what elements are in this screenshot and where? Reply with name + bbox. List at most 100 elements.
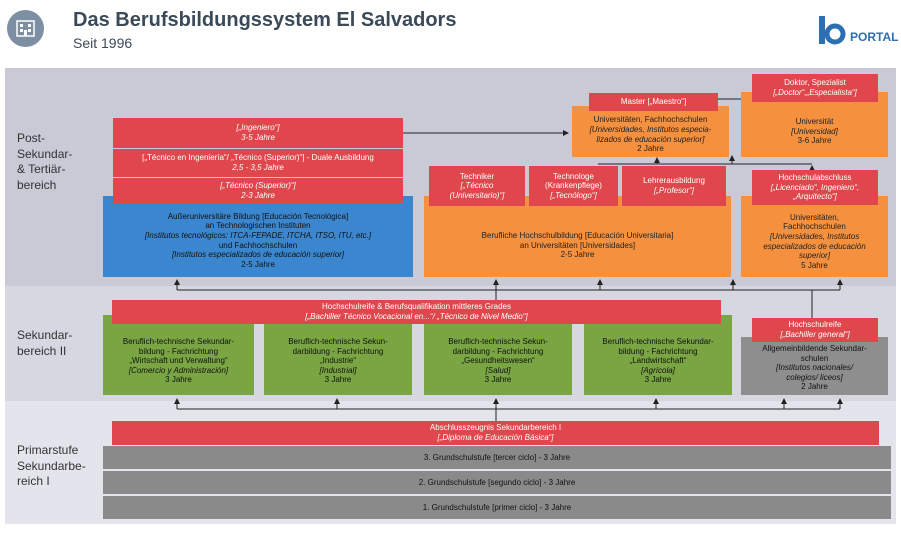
wirtschaft-line3: „Wirtschaft und Verwaltung“ (129, 356, 228, 366)
gesundheit-line1: Beruflich-technische Sekun- (448, 337, 548, 347)
sek-bar-line2: [„Bachiller Técnico Vocacional en...“/ „… (305, 312, 528, 321)
landwirtschaft-line4: [Agrícola] (641, 365, 675, 375)
stufe2-text: 2. Grundschulstufe [segundo ciclo] - 3 J… (418, 477, 576, 487)
ausseruni-line4: und Fachhochschulen (218, 240, 298, 250)
grundschulstufe-2-bar: 2. Grundschulstufe [segundo ciclo] - 3 J… (103, 471, 891, 494)
technologe-line3: [„Tecnólogo“] (550, 190, 597, 200)
landwirtschaft-line5: 3 Jahre (644, 375, 672, 385)
grundschulstufe-1-bar: 1. Grundschulstufe [primer ciclo] - 3 Ja… (103, 496, 891, 519)
hochschulreife-berufsqualifikation-bar: Hochschulreife & Berufsqualifikation mit… (112, 300, 721, 324)
tecnico-ingenieria-line2: 2,5 - 3,5 Jahre (232, 163, 284, 172)
sek-bar-line1: Hochschulreife & Berufsqualifikation mit… (322, 302, 511, 312)
ausseruni-line6: 2-5 Jahre (241, 259, 275, 269)
master-body-line1: Universitäten, Fachhochschulen (593, 115, 708, 125)
ingeniero-box: [„Ingeniero“] 3-5 Jahre (113, 118, 403, 148)
technologe-box: Technologe (Krankenpflege) [„Tecnólogo“] (529, 166, 618, 206)
ausseruni-line1: Außeruniversitäre Bildung [Educación Tec… (167, 211, 349, 221)
hsabschluss-body-line6: 5 Jahre (801, 260, 828, 270)
gesundheit-line2: darbildung - Fachrichtung (452, 346, 544, 356)
berufl-hs-line1: Berufliche Hochschulbildung [Educación U… (481, 231, 674, 241)
wirtschaft-line5: 3 Jahre (165, 375, 192, 385)
hsabschluss-body-line1: Universitäten, (790, 212, 839, 222)
track-industrie-box: Beruflich-technische Sekun- darbildung -… (264, 315, 412, 395)
hochschulabschluss-body-box: Universitäten, Fachhochschulen [Universi… (741, 196, 888, 277)
lehrerausbildung-box: Lehrerausbildung [„Profesor“] (622, 166, 726, 206)
techniker-line3: (Universitario)“] (449, 190, 505, 200)
hsabschluss-body-line5: superior] (798, 251, 831, 261)
technologe-line2: (Krankenpflege) (545, 181, 602, 191)
tecnico-ingenieria-box: [„Técnico en Ingeniería“/ „Técnico (Supe… (113, 149, 403, 177)
master-title-line1: Master [„Maestro“] (620, 97, 687, 107)
techniker-line1: Techniker (459, 171, 495, 181)
master-title-box: Master [„Maestro“] (589, 93, 718, 111)
doktor-title-box: Doktor, Spezialist [„Doctor“,„Especialis… (752, 74, 878, 102)
industrie-line1: Beruflich-technische Sekun- (288, 337, 388, 347)
berufl-hs-line3: 2-5 Jahre (560, 250, 595, 260)
stufe1-text: 1. Grundschulstufe [primer ciclo] - 3 Ja… (422, 502, 572, 512)
logo-mark-icon (819, 16, 846, 45)
industrie-line3: „Industrie“ (319, 356, 356, 366)
page-title: Das Berufsbildungssystem El Salvadors (73, 9, 457, 31)
page-subtitle: Seit 1996 (73, 35, 133, 51)
school-building-icon (7, 10, 44, 47)
techniker-box: Techniker [„Técnico (Universitario)“] (429, 166, 525, 206)
tecnico-superior-line2: 2-3 Jahre (241, 190, 275, 200)
gesundheit-line3: „Gesundheitswesen“ (461, 356, 535, 366)
landwirtschaft-line3: „Landwirtschaft“ (629, 356, 687, 366)
doktor-body-line2: [Universidad] (791, 126, 838, 136)
hsabschluss-body-line2: Fachhochschulen (783, 222, 846, 232)
track-wirtschaft-box: Beruflich-technische Sekundar- bildung -… (103, 315, 254, 395)
allgemein-line3: [Institutos nacionales/ (776, 363, 853, 373)
landwirtschaft-line1: Beruflich-technische Sekundar- (602, 337, 714, 347)
hsreife-line1: Hochschulreife (788, 320, 842, 330)
tecnico-superior-line1: [„Técnico (Superior)“] (220, 180, 296, 190)
hsabschluss-body-line4: especializados de educación (763, 241, 866, 251)
bq-portal-logo: PORTAL (817, 14, 901, 48)
hochschulreife-title-box: Hochschulreife [„Bachiller general“] (752, 318, 878, 342)
technologe-line1: Technologe (553, 171, 594, 181)
ausseruni-line3: [Institutos tecnológicos: ITCA-FEPADE, I… (144, 230, 372, 240)
hsabschluss-body-line3: [Universidades, Institutos (769, 231, 860, 241)
gesundheit-line5: 3 Jahre (484, 375, 512, 385)
master-body-box: Universitäten, Fachhochschulen [Universi… (572, 106, 729, 157)
master-body-line4: 2 Jahre (637, 144, 664, 154)
hsabschluss-title-line1: Hochschulabschluss (778, 173, 852, 183)
allgemein-line4: colegios/ liceos] (786, 372, 843, 382)
tecnico-ingenieria-line1: [„Técnico en Ingeniería“/ „Técnico (Supe… (142, 153, 374, 163)
hsreife-line2: [„Bachiller general“] (780, 330, 850, 339)
doktor-body-line3: 3-6 Jahre (797, 136, 832, 146)
hochschulabschluss-title-box: Hochschulabschluss [„Licenciado“, Ingeni… (752, 170, 878, 205)
berufl-hs-line2: an Universitäten [Universidades] (519, 240, 636, 250)
grundschulstufe-3-bar: 3. Grundschulstufe [tercer ciclo] - 3 Ja… (103, 446, 891, 469)
gesundheit-line4: [Salud] (485, 365, 511, 375)
techniker-line2: [„Técnico (460, 181, 494, 191)
wirtschaft-line2: bildung - Fachrichtung (138, 346, 219, 356)
wirtschaft-line4: [Comercio y Administración] (128, 365, 229, 375)
industrie-line4: [Industrial] (319, 365, 357, 375)
ausseruni-box: Außeruniversitäre Bildung [Educación Tec… (103, 196, 413, 277)
stufe3-text: 3. Grundschulstufe [tercer ciclo] - 3 Ja… (423, 452, 571, 462)
hsabschluss-title-line3: „Arquitecto“] (793, 192, 837, 202)
abschluss-line1: Abschlusszeugnis Sekundarbereich I (429, 423, 562, 433)
doktor-title-line1: Doktor, Spezialist (784, 78, 846, 88)
hsabschluss-title-line2: [„Licenciado“, Ingeniero“, (770, 182, 860, 192)
doktor-body-line1: Universität (795, 117, 834, 127)
abschlusszeugnis-bar: Abschlusszeugnis Sekundarbereich I [„Dip… (112, 421, 879, 445)
track-gesundheit-box: Beruflich-technische Sekun- darbildung -… (424, 315, 572, 395)
berufliche-hochschulbildung-box: Berufliche Hochschulbildung [Educación U… (424, 196, 731, 277)
level-label-post: Post- Sekundar- & Tertiär- bereich (17, 131, 73, 192)
master-body-line3: lizados de educación superior] (596, 134, 705, 144)
lehrer-line1: Lehrerausbildung (643, 176, 705, 186)
ingeniero-line2: 3-5 Jahre (241, 133, 275, 142)
ingeniero-line1: [„Ingeniero“] (236, 123, 280, 133)
logo-text: PORTAL (850, 30, 899, 44)
ausseruni-line5: [Institutos especializados de educación … (171, 250, 345, 260)
level-label-sek2: Sekundar- bereich II (17, 328, 73, 358)
allgemeinbildende-box: Allgemeinbildende Sekundar- schulen [Ins… (741, 337, 888, 395)
doktor-title-line2: [„Doctor“,„Especialista“] (773, 88, 857, 97)
industrie-line2: darbildung - Fachrichtung (292, 346, 384, 356)
ausseruni-line2: an Technologischen Instituten (205, 221, 311, 231)
tecnico-superior-box: [„Técnico (Superior)“] 2-3 Jahre (113, 178, 403, 203)
doktor-body-box: Universität [Universidad] 3-6 Jahre (741, 92, 888, 157)
level-label-primary: Primarstufe Sekundarbe- reich I (17, 443, 86, 489)
